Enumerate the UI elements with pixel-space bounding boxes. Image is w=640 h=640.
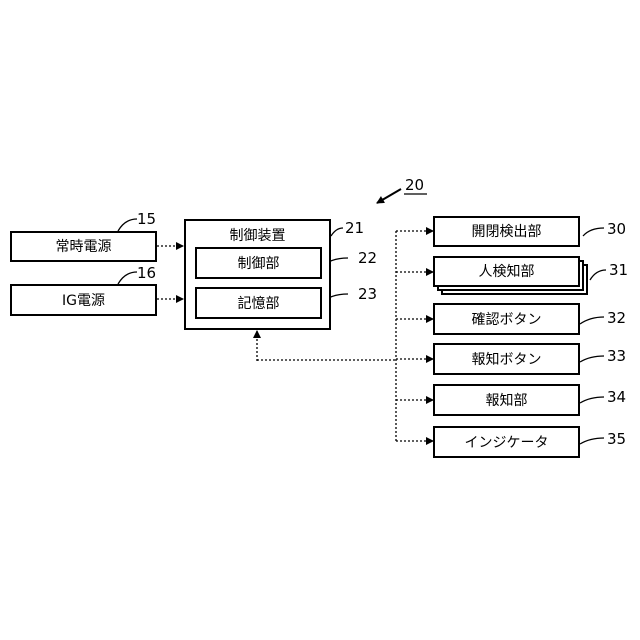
control-unit-box: 制御部 [195,247,322,279]
controller-label: 制御装置 [186,229,329,243]
leader-33 [580,356,604,362]
control-unit-label: 制御部 [197,257,320,271]
human-detector-label: 人検知部 [435,265,578,279]
leader-34 [580,397,604,403]
ref-23: 23 [358,287,377,302]
leader-31 [590,270,606,280]
leader-21 [331,228,343,236]
ref-34: 34 [607,390,626,405]
open-close-detector-box: 開閉検出部 [433,216,580,247]
ref-20-arrow [377,189,401,203]
ref-30: 30 [607,222,626,237]
ig-power-label: IG電源 [12,294,155,308]
ref-15: 15 [137,212,156,227]
storage-unit-label: 記憶部 [197,297,320,311]
controller-box: 制御装置 制御部 記憶部 [184,219,331,330]
notifier-box: 報知部 [433,384,580,416]
open-close-detector-label: 開閉検出部 [435,225,578,239]
ref-22: 22 [358,251,377,266]
human-detector-box: 人検知部 [433,256,580,287]
ig-power-box: IG電源 [10,284,157,316]
leader-15 [118,219,137,231]
constant-power-label: 常時電源 [12,240,155,254]
leader-35 [580,438,604,444]
ref-20: 20 [405,178,424,193]
leader-32 [580,317,604,324]
ref-33: 33 [607,349,626,364]
leader-30 [583,228,604,236]
ref-35: 35 [607,432,626,447]
indicator-box: インジケータ [433,426,580,458]
constant-power-box: 常時電源 [10,231,157,262]
ref-32: 32 [607,311,626,326]
confirm-button-box: 確認ボタン [433,303,580,335]
indicator-label: インジケータ [435,436,578,450]
ref-21: 21 [345,221,364,236]
notifier-label: 報知部 [435,394,578,408]
notify-button-box: 報知ボタン [433,343,580,375]
notify-button-label: 報知ボタン [435,353,578,367]
confirm-button-label: 確認ボタン [435,313,578,327]
leader-16 [118,272,137,284]
ref-16: 16 [137,266,156,281]
storage-unit-box: 記憶部 [195,287,322,319]
ref-31: 31 [609,263,628,278]
